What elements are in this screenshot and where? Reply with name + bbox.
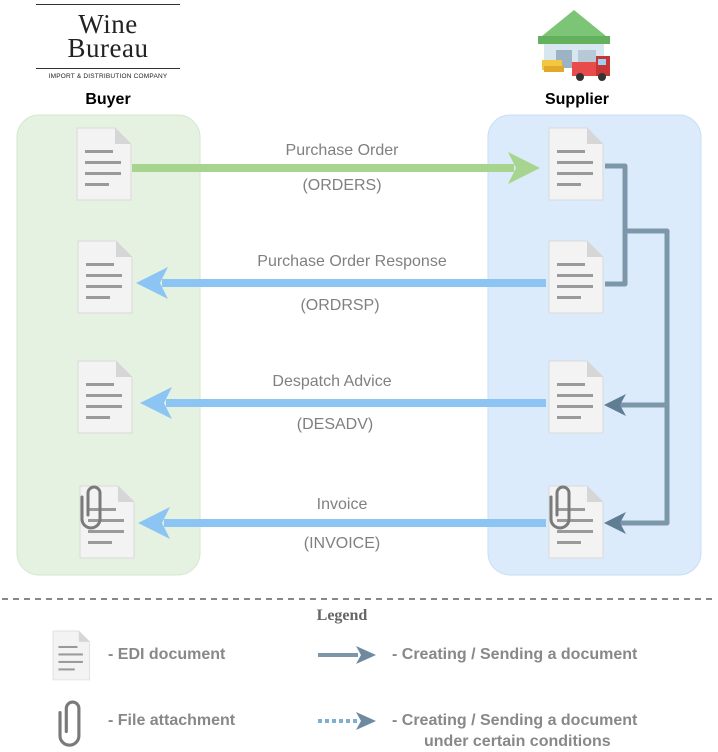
buyer-edi-document-icon <box>76 127 132 201</box>
logo-top-rule <box>36 4 180 5</box>
legend-edi-document-label: - EDI document <box>108 646 226 663</box>
legend-conditional-label-line1: - Creating / Sending a document <box>392 712 638 729</box>
despatch-advice-label: Despatch Advice <box>272 373 392 390</box>
arrow-purchase-order <box>132 152 540 184</box>
purchase-order-response-code: (ORDRSP) <box>300 297 380 314</box>
legend-file-attachment-label: - File attachment <box>108 712 236 729</box>
supplier-internal-flow <box>605 163 670 526</box>
arrow-invoice <box>138 507 546 539</box>
wine-bureau-logo: Wine Bureau IMPORT & DISTRIBUTION COMPAN… <box>36 4 180 82</box>
arrowhead-to-invoice-doc <box>604 512 626 534</box>
supplier-edi-document-icon <box>548 360 604 434</box>
legend-dotted-arrow-icon <box>318 712 376 730</box>
logo-line-1: Wine <box>78 9 138 39</box>
supplier-edi-document-icon <box>548 240 604 314</box>
purchase-order-label: Purchase Order <box>285 142 399 159</box>
arrow-purchase-order-response <box>136 267 546 299</box>
legend-conditional-label-line2: under certain conditions <box>424 733 611 750</box>
arrow-despatch-advice <box>140 387 546 419</box>
purchase-order-code: (ORDERS) <box>302 177 382 194</box>
logo-tagline: IMPORT & DISTRIBUTION COMPANY <box>48 73 168 80</box>
buyer-title: Buyer <box>85 91 131 108</box>
legend-edi-document-icon <box>52 630 91 681</box>
logo-line-2: Bureau <box>67 33 149 63</box>
legend-paperclip-icon <box>58 700 81 747</box>
arrowhead-to-despatch-doc <box>604 394 626 416</box>
buyer-edi-document-icon <box>77 360 133 434</box>
invoice-label: Invoice <box>316 496 368 513</box>
legend-creating-sending-label: - Creating / Sending a document <box>392 646 638 663</box>
supplier-title: Supplier <box>544 91 609 108</box>
buyer-edi-document-icon <box>77 240 133 314</box>
purchase-order-response-label: Purchase Order Response <box>257 253 447 270</box>
despatch-advice-code: (DESADV) <box>296 416 374 433</box>
supplier-edi-document-icon <box>548 127 604 201</box>
buyer-panel <box>16 114 201 576</box>
warehouse-icon <box>538 10 610 81</box>
legend-title: Legend <box>316 607 368 624</box>
logo-bottom-rule <box>36 68 180 69</box>
invoice-code: (INVOICE) <box>303 535 381 552</box>
legend-solid-arrow-icon <box>318 646 376 664</box>
